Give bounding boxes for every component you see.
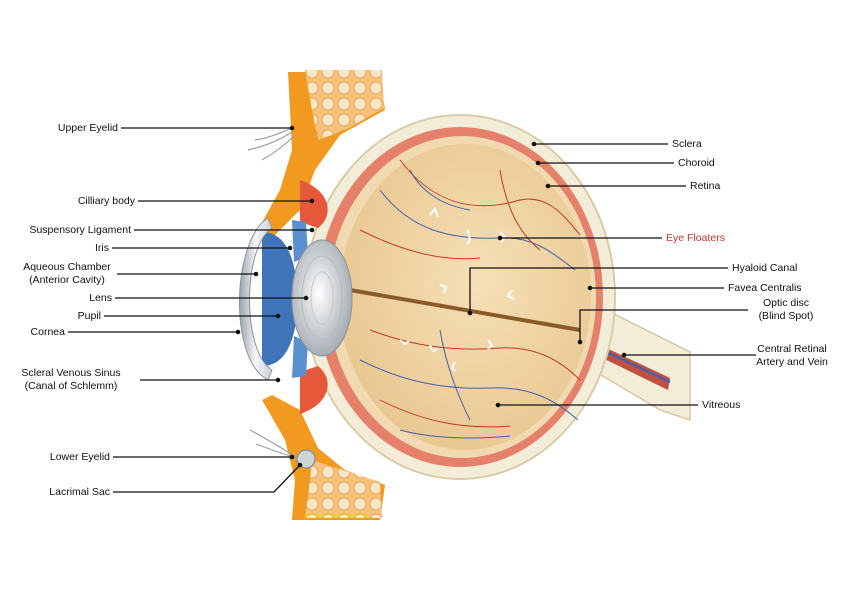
label-pupil: Pupil: [77, 310, 101, 322]
leader-dots: [235, 125, 627, 468]
label-sclera: Sclera: [672, 138, 702, 150]
label-optic-disc: Optic disc (Blind Spot): [736, 297, 836, 323]
label-scleral-venous-sinus: Scleral Venous Sinus (Canal of Schlemm): [4, 367, 138, 393]
vitreous-shape: [339, 144, 591, 450]
cornea-shape: [239, 217, 273, 381]
label-eye-floaters: Eye Floaters: [666, 232, 725, 244]
label-iris: Iris: [95, 242, 109, 254]
leader-lines: [68, 127, 756, 493]
label-lower-eyelid: Lower Eyelid: [49, 451, 110, 463]
upper-eyelid-shape: [247, 70, 385, 240]
label-upper-eyelid: Upper Eyelid: [57, 122, 118, 134]
lens-shape: [291, 239, 353, 357]
label-suspensory-ligament: Suspensory Ligament: [29, 224, 131, 236]
hyaloid-canal-shape: [349, 288, 581, 332]
label-optic-disc-line2: (Blind Spot): [758, 310, 814, 322]
label-aqueous-chamber-line2: (Anterior Cavity): [29, 274, 105, 286]
label-lens: Lens: [89, 292, 112, 304]
label-lacrimal-sac: Lacrimal Sac: [49, 486, 110, 498]
retinal-vessels: [359, 159, 581, 439]
label-retina: Retina: [690, 180, 721, 192]
label-vitreous: Vitreous: [702, 399, 741, 411]
label-cilliary-body: Cilliary body: [77, 195, 135, 207]
label-central-retinal-line1: Central Retinal: [757, 343, 827, 355]
label-optic-disc-line1: Optic disc: [762, 297, 810, 309]
label-hyaloid-canal: Hyaloid Canal: [732, 262, 798, 274]
floaters: [399, 207, 515, 372]
label-favea-centralis: Favea Centralis: [728, 282, 802, 294]
label-scleral-sinus-line2: (Canal of Schlemm): [24, 380, 118, 392]
label-central-retinal: Central Retinal Artery and Vein: [744, 343, 840, 369]
label-choroid: Choroid: [678, 157, 715, 169]
label-central-retinal-line2: Artery and Vein: [756, 356, 828, 368]
label-scleral-sinus-line1: Scleral Venous Sinus: [21, 367, 121, 379]
ciliary-body-shape: [300, 180, 328, 228]
label-aqueous-chamber-line1: Aqueous Chamber: [23, 261, 111, 273]
label-aqueous-chamber: Aqueous Chamber (Anterior Cavity): [10, 261, 124, 287]
label-cornea: Cornea: [30, 326, 65, 338]
